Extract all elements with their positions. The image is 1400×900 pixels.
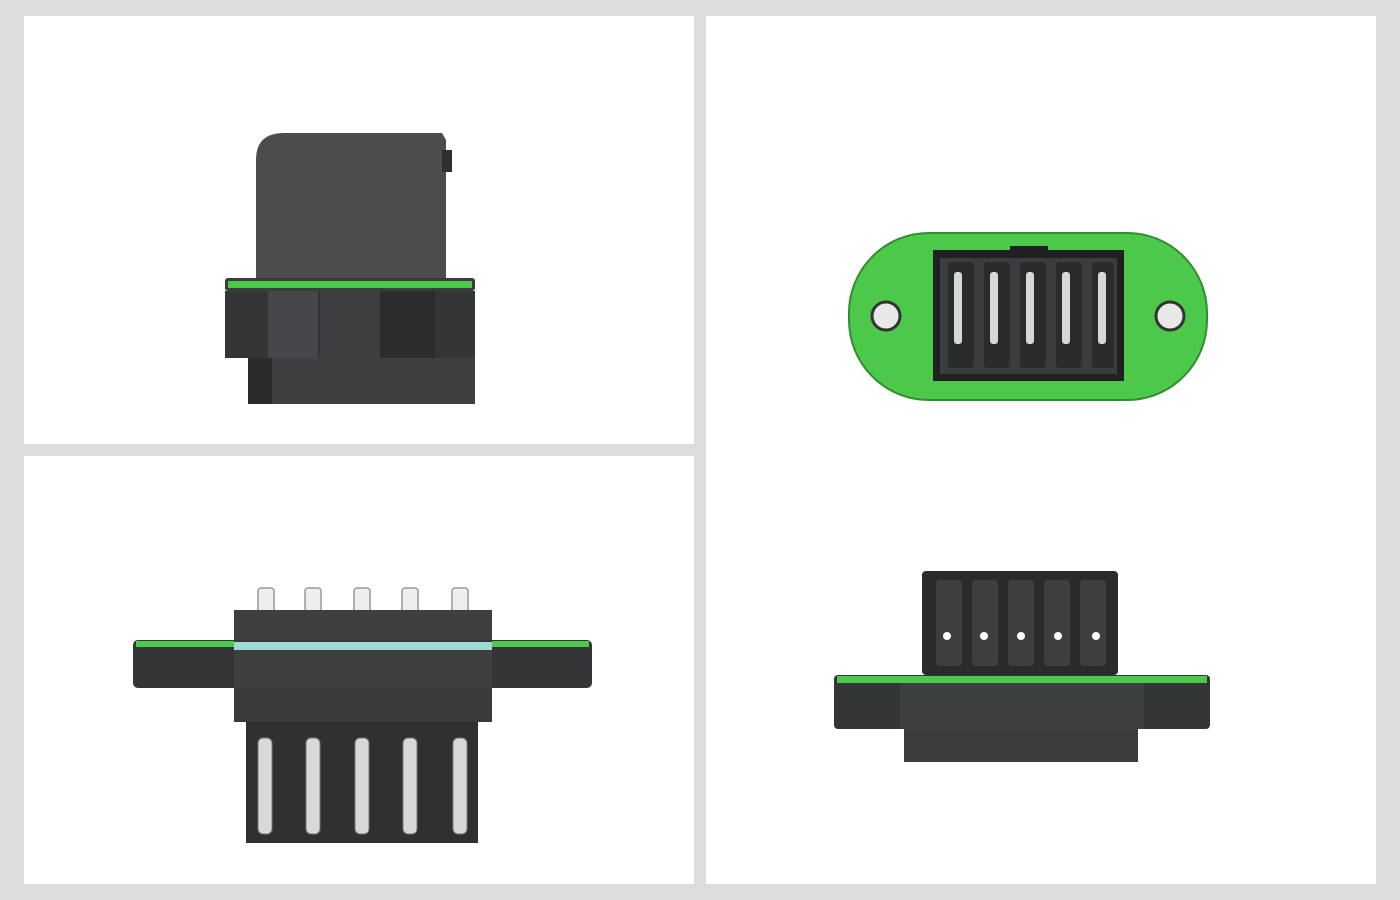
connector-rear-view [834,571,1210,762]
connector-face-view [848,232,1208,401]
connector-side-view [225,133,475,404]
connector-front-view [133,587,592,843]
